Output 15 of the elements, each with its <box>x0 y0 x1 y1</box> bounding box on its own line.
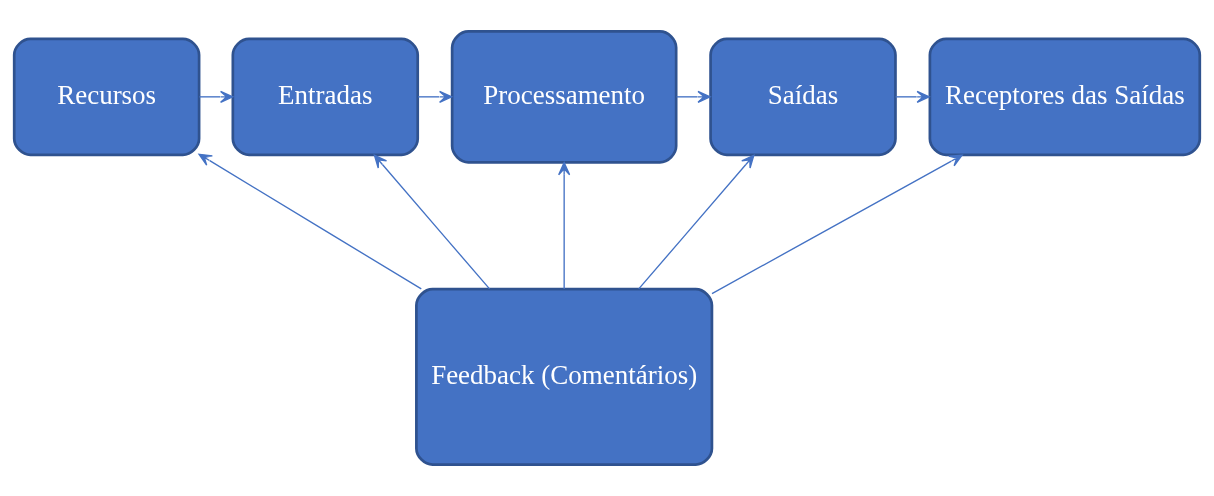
node-box: Feedback (Comentários) <box>415 287 714 466</box>
arrow <box>894 90 930 103</box>
arrow <box>198 153 422 290</box>
arrow <box>198 90 234 103</box>
node-box: Entradas <box>231 37 420 157</box>
arrow <box>675 90 711 103</box>
arrow <box>558 161 571 290</box>
arrow <box>711 154 963 295</box>
arrow <box>373 154 491 290</box>
node-box: Processamento <box>450 30 678 164</box>
arrow <box>638 154 755 290</box>
node-box: Receptores das Saídas <box>928 37 1202 157</box>
arrow <box>417 90 453 103</box>
node-box: Saídas <box>709 37 897 157</box>
node-box: Recursos <box>12 37 201 157</box>
